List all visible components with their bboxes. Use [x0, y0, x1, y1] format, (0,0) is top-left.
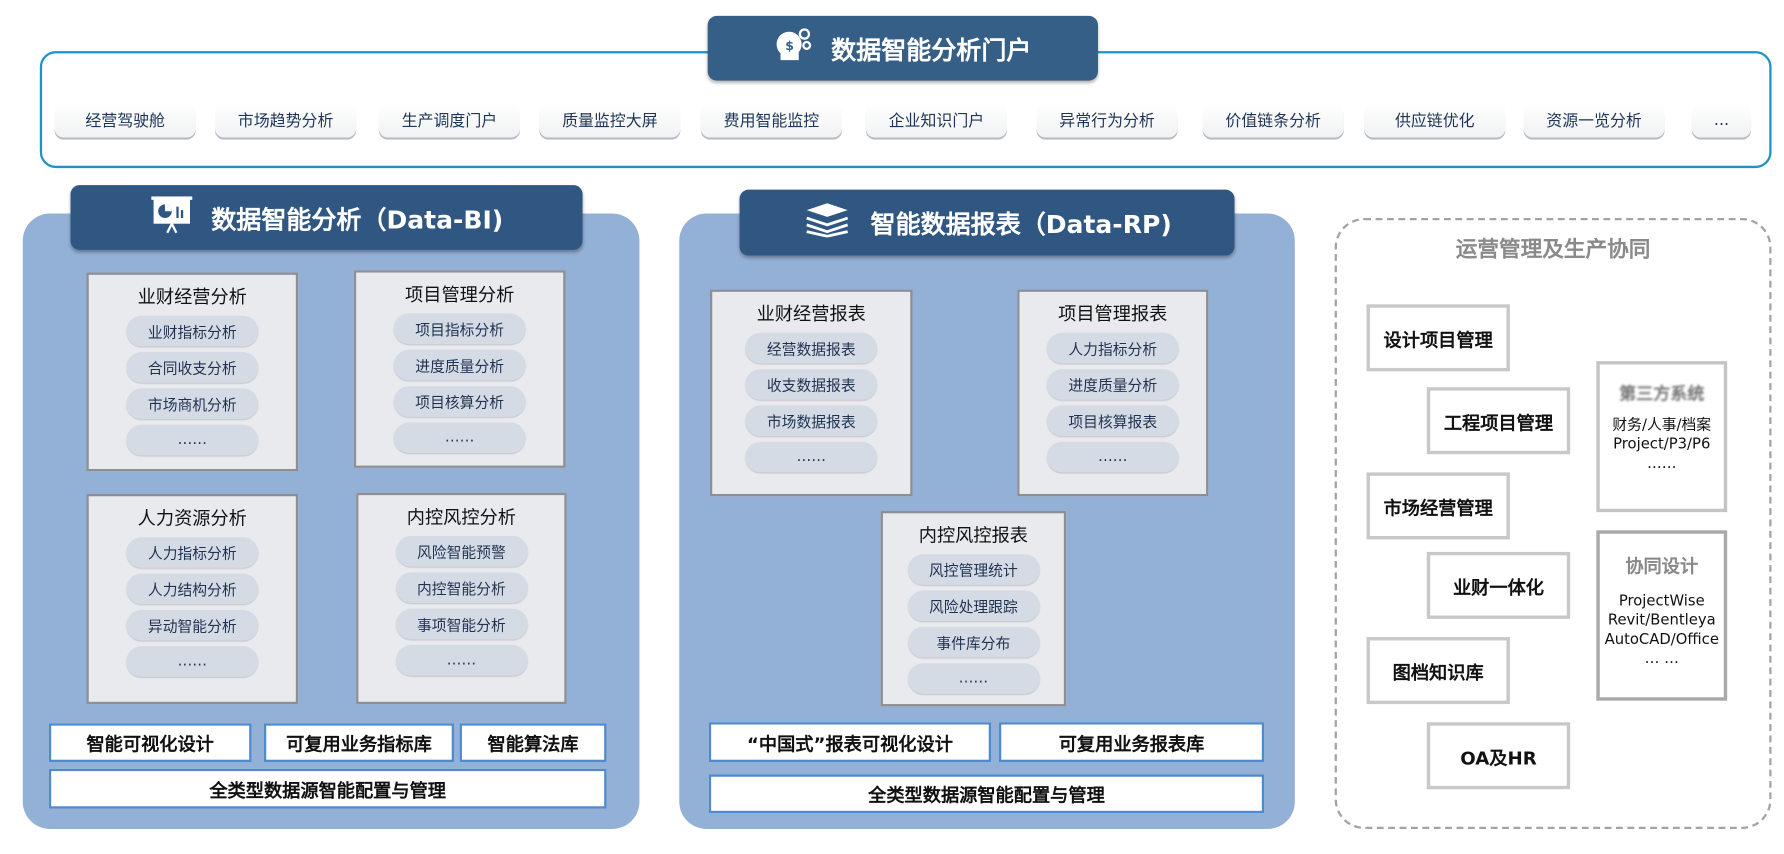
group-title: 内控风控报表	[918, 524, 1029, 547]
analysis-group-box: 内控风控分析风险智能预警内控智能分析事项智能分析 ……	[356, 492, 567, 705]
ops-module-box[interactable]: 图档知识库	[1366, 637, 1510, 705]
ops-module-box[interactable]: 工程项目管理	[1426, 387, 1571, 455]
analysis-group-box: 项目管理分析项目指标分析进度质量分析项目核算分析 ……	[353, 270, 566, 468]
data-rp-title-tab: 智能数据报表（Data-RP)	[739, 189, 1235, 256]
third-party-line: ……	[1646, 455, 1677, 473]
reusable-report-library-button[interactable]: 可复用业务报表库	[998, 722, 1265, 762]
rp-datasource-config-button[interactable]: 全类型数据源智能配置与管理	[708, 774, 1265, 814]
group-item-button[interactable]: 进度质量分析	[1046, 369, 1179, 400]
ops-module-box[interactable]: 设计项目管理	[1366, 304, 1510, 372]
group-title: 人力资源分析	[137, 507, 247, 530]
analysis-group-box: 内控风控报表风控管理统计风险处理跟踪事件库分布 ……	[880, 511, 1067, 707]
group-item-button[interactable]: 经营数据报表	[745, 332, 878, 364]
portal-item-button[interactable]: 质量监控大屏	[539, 103, 681, 138]
group-item-button[interactable]: ……	[907, 663, 1040, 694]
collab-design-box: 协同设计 ProjectWise Revit/Bentleya AutoCAD/…	[1596, 530, 1728, 701]
brain-gear-icon: $	[774, 26, 813, 71]
group-item-button[interactable]: ……	[126, 424, 259, 456]
portal-item-button[interactable]: ...	[1691, 103, 1752, 138]
group-item-button[interactable]: 风险智能预警	[395, 536, 528, 567]
group-item-button[interactable]: 事件库分布	[907, 626, 1040, 658]
portal-item-button[interactable]: 生产调度门户	[378, 103, 520, 138]
presentation-chart-icon	[150, 195, 193, 240]
group-title: 内控风控分析	[406, 506, 516, 529]
group-title: 业财经营分析	[137, 286, 247, 308]
group-item-button[interactable]: 收支数据报表	[745, 369, 878, 400]
portal-item-button[interactable]: 经营驾驶舱	[54, 103, 196, 138]
group-item-button[interactable]: ……	[1046, 441, 1179, 473]
group-item-button[interactable]: 项目指标分析	[393, 313, 526, 345]
group-item-button[interactable]: 业财指标分析	[126, 315, 259, 347]
third-party-line: 财务/人事/档案	[1612, 416, 1712, 434]
analysis-group-box: 业财经营分析业财指标分析合同收支分析市场商机分析 ……	[86, 272, 299, 472]
ops-module-box[interactable]: 业财一体化	[1426, 551, 1571, 619]
collab-line: … …	[1644, 650, 1679, 668]
portal-item-button[interactable]: 资源一览分析	[1523, 103, 1665, 138]
portal-item-button[interactable]: 企业知识门户	[865, 103, 1007, 138]
group-item-button[interactable]: 事项智能分析	[395, 608, 528, 640]
ops-title: 运营管理及生产协同	[1455, 237, 1651, 263]
group-item-button[interactable]: ……	[126, 646, 259, 677]
analysis-group-box: 业财经营报表经营数据报表收支数据报表市场数据报表 ……	[709, 289, 913, 497]
smart-algorithm-library-button[interactable]: 智能算法库	[459, 723, 607, 762]
group-item-button[interactable]: ……	[393, 422, 526, 454]
data-bi-title-tab: 数据智能分析（Data-BI)	[70, 185, 583, 250]
group-item-button[interactable]: 人力结构分析	[126, 573, 259, 605]
group-item-button[interactable]: ……	[395, 645, 528, 676]
data-rp-title: 智能数据报表（Data-RP)	[870, 211, 1172, 240]
group-title: 项目管理分析	[405, 283, 515, 306]
group-item-button[interactable]: 人力指标分析	[126, 537, 259, 568]
third-party-title: 第三方系统	[1619, 383, 1705, 405]
portal-item-button[interactable]: 异常行为分析	[1036, 103, 1178, 138]
ops-module-box[interactable]: OA及HR	[1426, 722, 1571, 790]
svg-text:$: $	[786, 37, 795, 52]
ops-panel	[1334, 218, 1772, 829]
group-item-button[interactable]: 风险处理跟踪	[907, 590, 1040, 622]
collab-design-title: 协同设计	[1625, 555, 1699, 577]
group-item-button[interactable]: 人力指标分析	[1046, 332, 1179, 364]
group-item-button[interactable]: 项目核算分析	[393, 386, 526, 417]
data-bi-title: 数据智能分析（Data-BI)	[211, 206, 504, 235]
portal-item-button[interactable]: 价值链条分析	[1202, 103, 1344, 138]
portal-item-button[interactable]: 费用智能监控	[700, 103, 842, 138]
third-party-systems-box: 第三方系统 财务/人事/档案 Project/P3/P6 ……	[1596, 361, 1728, 513]
group-item-button[interactable]: 进度质量分析	[393, 349, 526, 381]
collab-line: AutoCAD/Office	[1604, 631, 1719, 649]
group-title: 业财经营报表	[756, 303, 866, 325]
ops-module-box[interactable]: 市场经营管理	[1366, 472, 1510, 540]
group-item-button[interactable]: 内控智能分析	[395, 572, 528, 604]
portal-item-button[interactable]: 市场趋势分析	[215, 103, 357, 138]
group-title: 项目管理报表	[1058, 303, 1168, 325]
collab-line: ProjectWise	[1618, 592, 1705, 610]
group-item-button[interactable]: 市场数据报表	[745, 405, 878, 437]
analysis-group-box: 人力资源分析人力指标分析人力结构分析异动智能分析 ……	[86, 493, 299, 705]
group-item-button[interactable]: 风控管理统计	[907, 554, 1040, 585]
bi-datasource-config-button[interactable]: 全类型数据源智能配置与管理	[48, 768, 607, 809]
reusable-indicator-library-button[interactable]: 可复用业务指标库	[263, 723, 454, 762]
group-item-button[interactable]: 异动智能分析	[126, 609, 259, 641]
group-item-button[interactable]: 项目核算报表	[1046, 405, 1179, 437]
chinese-style-report-design-button[interactable]: “中国式”报表可视化设计	[708, 722, 992, 762]
stacked-layers-icon	[802, 201, 852, 244]
analysis-group-box: 项目管理报表人力指标分析进度质量分析项目核算报表 ……	[1017, 289, 1209, 497]
portal-title: 数据智能分析门户	[831, 36, 1032, 66]
collab-line: Revit/Bentleya	[1607, 612, 1716, 630]
portal-title-tab: $ 数据智能分析门户	[707, 15, 1098, 81]
third-party-line: Project/P3/P6	[1613, 436, 1711, 454]
group-item-button[interactable]: ……	[745, 441, 878, 473]
portal-item-button[interactable]: 供应链优化	[1364, 103, 1506, 138]
smart-visual-design-button[interactable]: 智能可视化设计	[48, 723, 252, 762]
group-item-button[interactable]: 合同收支分析	[126, 352, 259, 383]
group-item-button[interactable]: 市场商机分析	[126, 388, 259, 420]
